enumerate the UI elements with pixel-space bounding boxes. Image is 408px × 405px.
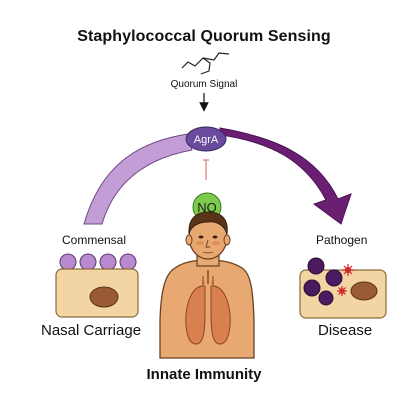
agra-node: AgrA <box>185 126 227 152</box>
no-label: NO <box>197 200 217 215</box>
pathogen-cell <box>299 257 387 319</box>
commensal-label: Commensal <box>62 233 127 247</box>
commensal-bacterium <box>79 253 97 271</box>
lungs-icon <box>185 270 231 345</box>
pathogen-bacterium <box>307 257 325 275</box>
commensal-cell <box>55 253 139 318</box>
commensal-bacterium <box>99 253 117 271</box>
commensal-arrow <box>83 133 193 225</box>
diagram-title: Staphylococcal Quorum Sensing <box>77 28 331 45</box>
commensal-bacterium <box>119 253 137 271</box>
pathogen-nucleus <box>350 281 378 301</box>
pathogen-bacterium <box>303 279 321 297</box>
pathogen-bacterium <box>318 290 334 306</box>
pathogen-bacterium <box>325 269 343 287</box>
human-figure-icon <box>159 211 255 359</box>
nasal-carriage-label: Nasal Carriage <box>41 322 142 339</box>
commensal-bacterium <box>59 253 77 271</box>
quorum-signal-molecule-icon <box>181 52 230 75</box>
innate-immunity-label: Innate Immunity <box>146 366 262 383</box>
pathogen-label: Pathogen <box>316 233 368 247</box>
disease-label: Disease <box>318 322 373 339</box>
toxin-burst-icon <box>342 264 354 276</box>
inhibition-bar <box>203 159 209 180</box>
toxin-burst-icon <box>337 286 347 296</box>
pathogen-arrow <box>219 127 352 225</box>
commensal-nucleus <box>89 286 119 308</box>
quorum-signal-label: Quorum Signal <box>170 79 238 90</box>
agra-label: AgrA <box>194 134 219 146</box>
